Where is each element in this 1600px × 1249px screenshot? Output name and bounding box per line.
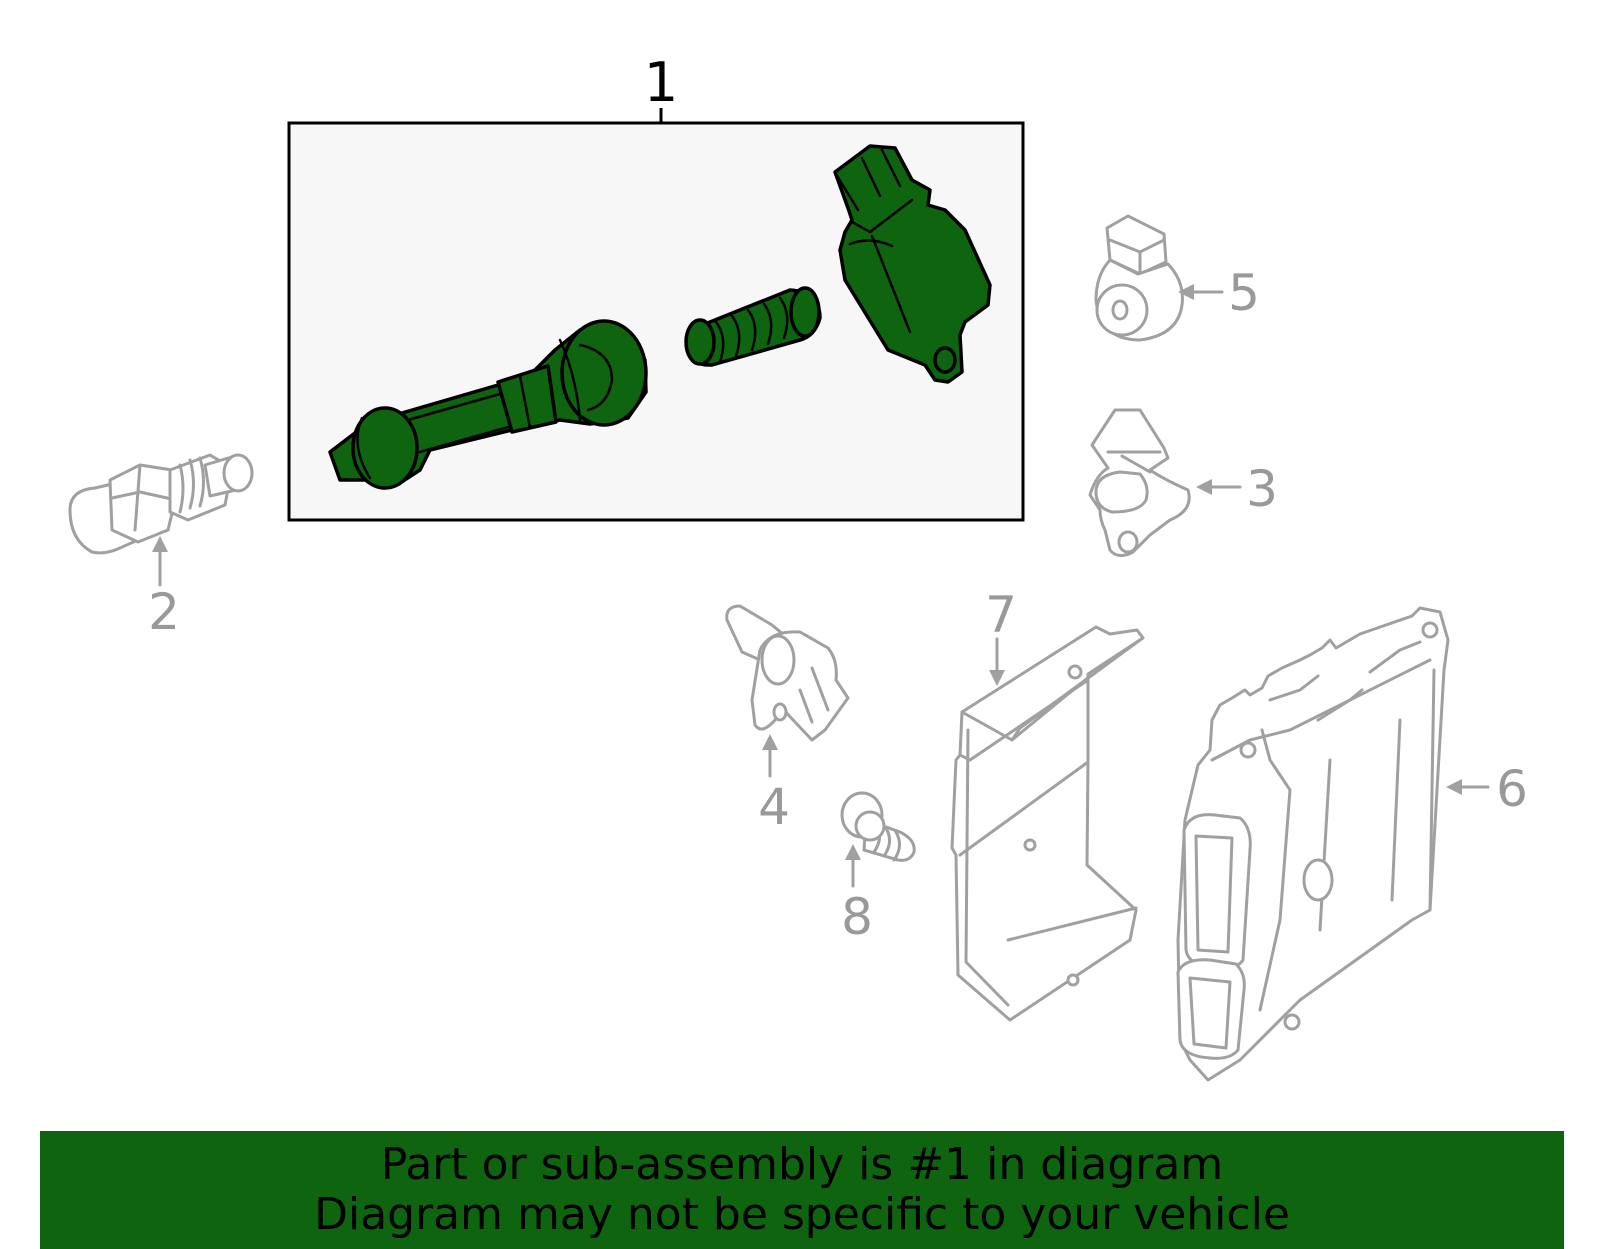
callout-6-arrowhead xyxy=(1446,779,1462,795)
footer-line-2: Diagram may not be specific to your vehi… xyxy=(314,1189,1290,1240)
part-1-group[interactable]: 1 xyxy=(287,51,1025,522)
callout-4-arrowhead xyxy=(762,734,778,750)
temperature-sensor-icon xyxy=(68,453,254,555)
ignition-coil-icon xyxy=(328,144,992,490)
part-8-group[interactable]: 8 xyxy=(840,791,916,946)
callout-5-arrowhead xyxy=(1178,284,1194,300)
callout-2-label[interactable]: 2 xyxy=(148,583,180,641)
part-4-group[interactable]: 4 xyxy=(725,604,850,836)
speed-sensor-icon xyxy=(725,604,850,742)
part-7-group[interactable]: 7 xyxy=(950,586,1145,1022)
position-sensor-icon xyxy=(1088,408,1191,557)
callout-8-label[interactable]: 8 xyxy=(841,888,873,946)
callout-4-label[interactable]: 4 xyxy=(758,778,790,836)
footer-banner: Part or sub-assembly is #1 in diagram Di… xyxy=(40,1131,1564,1249)
callout-8-arrowhead xyxy=(845,844,861,860)
callout-7-arrowhead xyxy=(989,670,1005,686)
callout-1-label[interactable]: 1 xyxy=(644,51,678,114)
part-5-group[interactable]: 5 xyxy=(1094,214,1260,342)
bolt-icon xyxy=(840,791,916,862)
bracket-icon xyxy=(950,625,1145,1022)
callout-7-label[interactable]: 7 xyxy=(985,586,1017,644)
footer-line-1: Part or sub-assembly is #1 in diagram xyxy=(380,1139,1224,1190)
callout-3-label[interactable]: 3 xyxy=(1246,460,1278,518)
callout-2-arrowhead xyxy=(152,536,168,552)
callout-5-label[interactable]: 5 xyxy=(1228,264,1260,322)
part-2-group[interactable]: 2 xyxy=(68,453,254,641)
ecm-module-icon xyxy=(1176,606,1450,1082)
callout-3-arrowhead xyxy=(1196,479,1212,495)
part-6-group[interactable]: 6 xyxy=(1176,606,1528,1082)
part-3-group[interactable]: 3 xyxy=(1088,408,1278,557)
knock-sensor-icon xyxy=(1094,214,1184,342)
callout-6-label[interactable]: 6 xyxy=(1496,760,1528,818)
